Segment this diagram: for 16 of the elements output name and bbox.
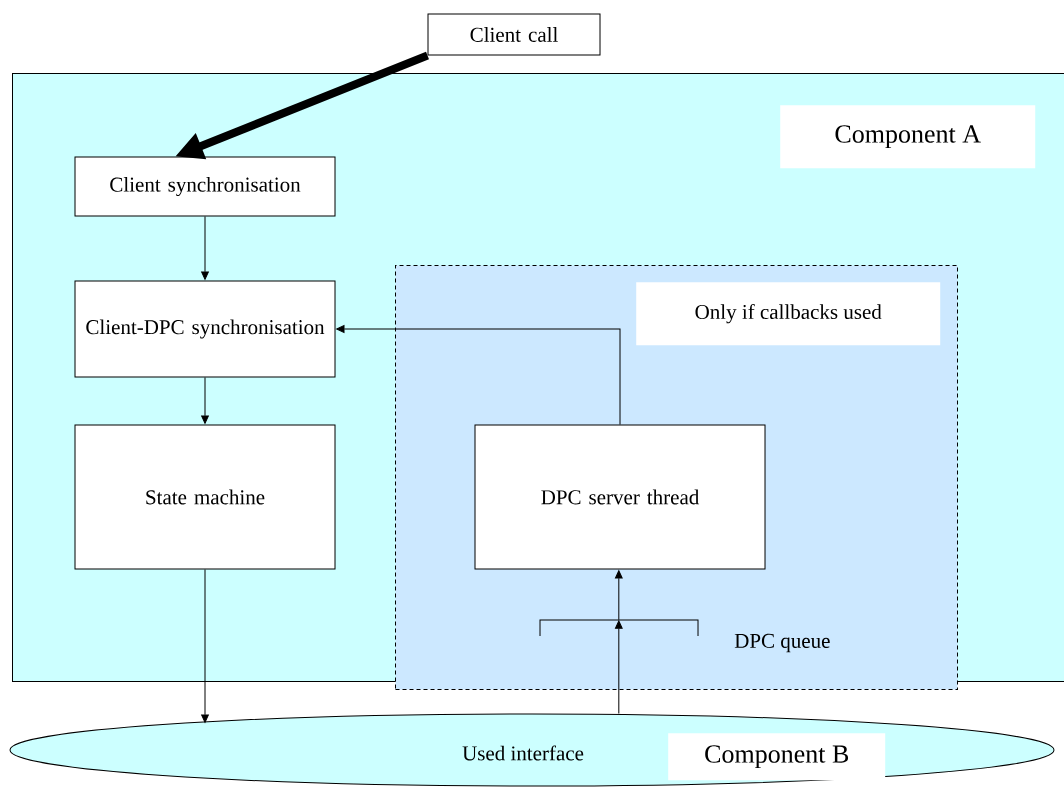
process-box: Client-DPC synchronisation <box>74 280 336 378</box>
arrow <box>614 570 623 621</box>
heading-label: Component B <box>668 733 886 781</box>
process-box: Client call <box>427 13 601 56</box>
process-box: DPC server thread <box>474 424 766 570</box>
arrow <box>614 620 623 714</box>
arrow <box>201 377 209 424</box>
interface-label: Used interface <box>462 745 584 761</box>
process-box: Client synchronisation <box>74 156 336 217</box>
heading-label: Component A <box>780 105 1036 169</box>
queue-label: DPC queue <box>734 633 830 653</box>
arrow <box>201 216 209 280</box>
arrow <box>201 569 209 723</box>
heading-label: Only if callbacks used <box>636 282 941 346</box>
arrow <box>336 325 621 425</box>
process-box: State machine <box>74 424 336 570</box>
